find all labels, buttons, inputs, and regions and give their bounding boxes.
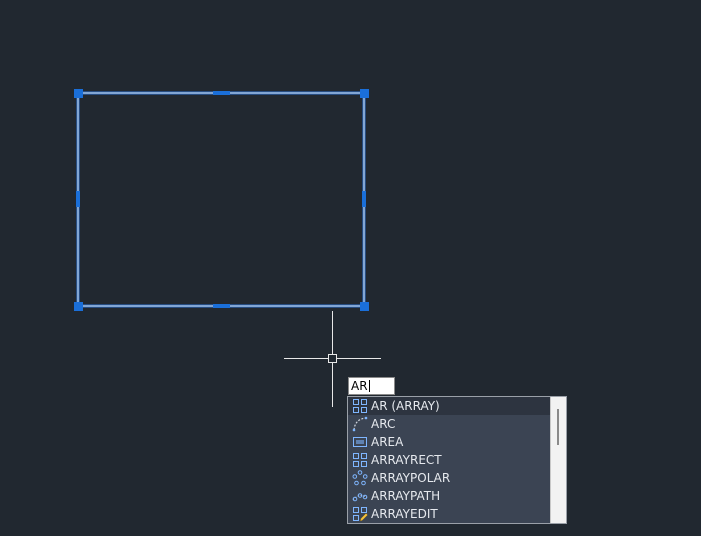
autocomplete-item-label: AREA: [371, 435, 404, 449]
corner-grip-bottom-right[interactable]: [360, 302, 369, 311]
autocomplete-item-label: ARRAYPATH: [371, 489, 441, 503]
corner-grip-bottom-left[interactable]: [74, 302, 83, 311]
area-icon: [352, 434, 368, 450]
autocomplete-item-label: AR (ARRAY): [371, 399, 440, 413]
autocomplete-item-arraypolar[interactable]: ARRAYPOLAR: [348, 469, 550, 487]
midpoint-grip-left[interactable]: [76, 191, 80, 207]
autocomplete-item-arc[interactable]: ARC: [348, 415, 550, 433]
corner-grip-top-right[interactable]: [360, 89, 369, 98]
corner-grip-top-left[interactable]: [74, 89, 83, 98]
arc-icon: [352, 416, 368, 432]
autocomplete-item-arrayrect[interactable]: ARRAYRECT: [348, 451, 550, 469]
autocomplete-item-label: ARRAYRECT: [371, 453, 442, 467]
autocomplete-item-arrayedit[interactable]: ARRAYEDIT: [348, 505, 550, 523]
midpoint-grip-bottom[interactable]: [213, 304, 230, 308]
scrollbar-thumb[interactable]: [557, 409, 559, 445]
array-rect-icon: [352, 452, 368, 468]
autocomplete-item-area[interactable]: AREA: [348, 433, 550, 451]
autocomplete-item-label: ARRAYEDIT: [371, 507, 438, 521]
text-caret: [368, 380, 370, 392]
crosshair-cursor: [284, 311, 381, 407]
autocomplete-item-ar-array[interactable]: AR (ARRAY): [348, 397, 550, 415]
midpoint-grip-right[interactable]: [362, 191, 366, 207]
autocomplete-item-label: ARRAYPOLAR: [371, 471, 451, 485]
array-path-icon: [352, 488, 368, 504]
array-icon: [352, 398, 368, 414]
typed-command: AR: [351, 379, 368, 393]
dynamic-input-field[interactable]: AR: [348, 377, 395, 395]
autocomplete-scrollbar[interactable]: [550, 397, 566, 523]
autocomplete-item-arraypath[interactable]: ARRAYPATH: [348, 487, 550, 505]
array-edit-icon: [352, 506, 368, 522]
array-polar-icon: [352, 470, 368, 486]
autocomplete-item-label: ARC: [371, 417, 396, 431]
midpoint-grip-top[interactable]: [213, 91, 230, 95]
selected-rectangle[interactable]: [76, 91, 366, 308]
autocomplete-items: AR (ARRAY) ARC AREA: [348, 397, 550, 523]
autocomplete-list[interactable]: AR (ARRAY) ARC AREA: [347, 396, 567, 524]
